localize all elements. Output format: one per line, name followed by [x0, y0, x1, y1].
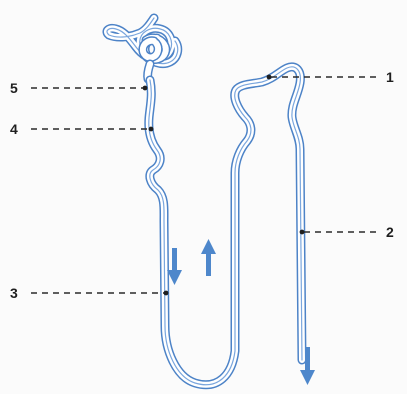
pointer-2 — [300, 230, 305, 235]
pointer-4 — [149, 127, 154, 132]
label-5: 5 — [10, 80, 18, 96]
down-arrow-left — [167, 248, 182, 285]
tubule — [149, 67, 302, 385]
flow-arrows — [167, 239, 315, 385]
up-arrow-middle — [201, 239, 216, 276]
glomerulus — [107, 18, 178, 79]
leaders — [31, 75, 379, 296]
label-3: 3 — [10, 285, 18, 301]
label-1: 1 — [386, 69, 394, 85]
label-4: 4 — [10, 121, 18, 137]
pointer-1 — [267, 75, 272, 80]
labels: 5 4 3 1 2 — [10, 69, 394, 301]
pointer-5 — [143, 86, 148, 91]
pointer-3 — [164, 291, 169, 296]
label-2: 2 — [386, 224, 394, 240]
